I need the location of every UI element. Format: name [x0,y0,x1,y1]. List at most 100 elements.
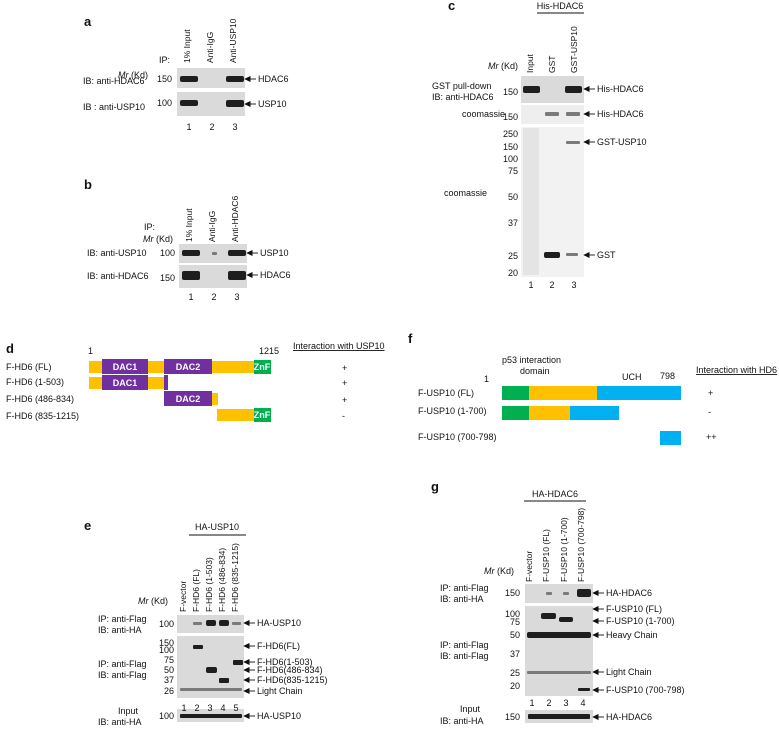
panel-e-top-ib-1: IP: anti-Flag [98,614,147,624]
panel-f-p53-1: p53 interaction [502,355,561,365]
panel-a-ib-usp10: IB : anti-USP10 [83,102,145,112]
panel-g-mid-marker: 20 [510,681,520,691]
panel-b-mr-label: Mr [143,234,154,244]
panel-b-band [182,250,200,256]
panel-e-band [193,645,203,649]
panel-f-construct-700-798: F-USP10 (700-798) [418,432,497,442]
panel-b-target-usp10: USP10 [260,248,289,258]
panel-g-lane-2: F-USP10 (FL) [541,529,551,582]
panel-a-ip-label: IP: [159,55,170,65]
panel-c-marker: 75 [508,166,518,176]
panel-b-marker-100: 100 [160,248,175,258]
panel-c-band [523,86,540,93]
panel-g-bot-ib-1: Input [460,704,481,714]
panel-e-lane-number: 2 [194,703,199,713]
panel-g-band [559,617,573,622]
panel-c-band [565,86,582,93]
panel-g: g HA-HDAC6 Mr (Kd) F-vector F-USP10 (FL)… [431,479,685,726]
panel-e-top-ib-2: IB: anti-HA [98,625,142,635]
panel-d-end: 1215 [259,346,279,356]
panel-g-kd-label: (Kd) [497,566,514,576]
panel-a-blot-hdac6 [177,68,245,88]
panel-e-target-835-1215: F-HD6(835-1215) [257,675,328,685]
panel-g-target-700-798: F-USP10 (700-798) [606,685,685,695]
panel-g-bot-marker: 150 [505,712,520,722]
dac2-fragment [164,375,168,390]
dac1-label: DAC1 [113,362,138,372]
panel-g-top-ib-1: IP: anti-Flag [440,583,489,593]
panel-b: b IP: Mr (Kd) 1% Input Anti-IgG Anti-HDA… [84,177,291,302]
panel-c-marker-lane [523,128,539,275]
panel-c-lane-2: GST [547,56,557,73]
panel-g-target-fl: F-USP10 (FL) [606,604,662,614]
uch-domain-partial [570,406,619,420]
panel-g-lane-3: F-USP10 (1-700) [559,517,569,582]
panel-e-target-fl: F-HD6(FL) [257,641,300,651]
usp10-mid-region [529,406,570,420]
panel-g-mid-marker: 37 [510,649,520,659]
panel-e-bot-marker: 100 [159,711,174,721]
panel-a-lane-1: 1% Input [182,29,192,63]
panel-c-band [566,253,578,256]
panel-g-target-heavy-chain: Heavy Chain [606,630,658,640]
panel-c-marker: 37 [508,218,518,228]
panel-b-lane-number: 2 [211,292,216,302]
panel-a-lane-number: 2 [209,122,214,132]
panel-f-end: 798 [660,371,675,381]
panel-c-pulldown-1: GST pull-down [432,81,491,91]
panel-c-lane-number: 2 [549,280,554,290]
panel-e-mid-marker: 50 [164,665,174,675]
panel-g-top-ib-2: IB: anti-HA [440,594,484,604]
panel-a-target-usp10: USP10 [258,99,287,109]
panel-g-blot-mid [525,606,593,696]
panel-g-lane-number: 2 [546,698,551,708]
panel-a: a IP: Mr (Kd) 1% Input Anti-IgG Anti-USP… [83,14,289,132]
znf-label: ZnF [254,410,271,420]
panel-b-lane-3: Anti-HDAC6 [230,195,240,242]
panel-b-lane-1: 1% Input [184,208,194,242]
dac1-domain [102,375,148,390]
panel-e-band [232,622,241,625]
panel-g-band [527,671,591,674]
panel-g-lane-number: 1 [529,698,534,708]
panel-b-lane-2: Anti-IgG [207,211,217,242]
dac2-domain [164,359,212,374]
panel-e-mid-marker: 26 [164,686,174,696]
panel-g-band [563,592,569,595]
panel-g-mid-marker: 75 [510,617,520,627]
panel-c-label: c [448,0,455,13]
panel-a-label: a [84,14,92,29]
panel-g-mid-ib-1: IP: anti-Flag [440,640,489,650]
panel-c-coomassie-top-label: coomassie [462,109,505,119]
panel-b-band [228,271,246,280]
panel-c-marker: 25 [508,251,518,261]
panel-a-marker-100: 100 [157,98,172,108]
panel-e-lane-2: F-HD6 (FL) [191,569,201,612]
panel-e-bot-target: HA-USP10 [257,711,301,721]
panel-d-interaction-486-834: + [342,395,347,405]
panel-a-marker-150: 150 [157,74,172,84]
panel-f-interaction-1-700: - [708,407,711,417]
panel-e-band [233,660,243,665]
panel-g-top-target: HA-HDAC6 [606,588,652,598]
panel-e-label: e [84,518,91,533]
panel-g-header: HA-HDAC6 [532,489,578,499]
panel-d-interaction-1-503: + [342,378,347,388]
panel-g-band [527,632,591,638]
panel-e-header: HA-USP10 [195,522,239,532]
panel-g-band [541,613,556,619]
uch-domain [597,386,681,400]
panel-c-pulldown-marker: 150 [503,87,518,97]
panel-f-interaction-700-798: ++ [706,432,717,442]
panel-c-coomassie-top-target: His-HDAC6 [597,109,644,119]
panel-f-start: 1 [484,374,489,384]
panel-c-lane-number: 1 [528,280,533,290]
panel-e-band [193,622,202,625]
panel-c: c His-HDAC6 Mr (Kd) Input GST GST-USP10 … [432,0,647,290]
panel-e-mr-label: Mr [138,596,149,606]
panel-d-interaction-header: Interaction with USP10 [293,341,385,351]
dac1-domain [102,359,148,374]
panel-g-target-1-700: F-USP10 (1-700) [606,616,675,626]
panel-e-mid-marker: 100 [159,645,174,655]
panel-e-target-486-834: F-HD6(486-834) [257,665,323,675]
